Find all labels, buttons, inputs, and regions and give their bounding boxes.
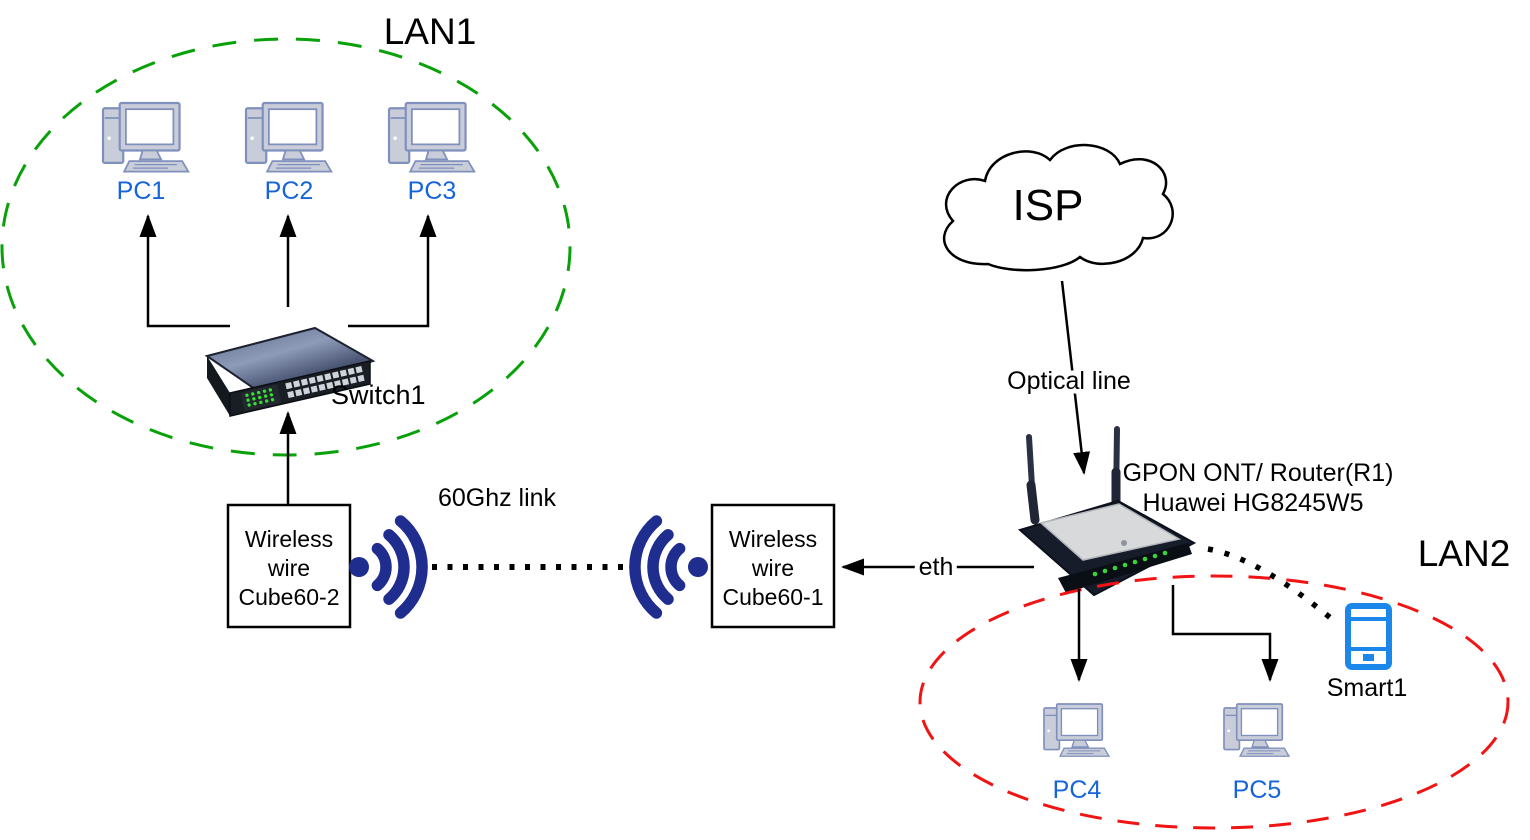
sixty-ghz-link-label: 60Ghz link (438, 484, 557, 512)
cube60-2-line3: Cube60-2 (238, 584, 339, 610)
smartphone-icon (1345, 603, 1392, 670)
arrow-switch-to-pc1 (139, 214, 230, 328)
switch-top (204, 326, 376, 398)
router-icon (1017, 426, 1197, 597)
switch-icon (204, 326, 376, 417)
wifi-dot (688, 557, 708, 577)
lan2-label: LAN2 (1418, 533, 1511, 574)
pc3-icon (387, 101, 476, 173)
wifi-arc-1 (371, 542, 392, 592)
smartphone-home-button (1363, 654, 1374, 661)
cube60-2-box (226, 503, 352, 629)
router-title-line2: Huawei HG8245W5 (1143, 489, 1364, 517)
cube60-1-line1: Wireless (729, 526, 817, 552)
isp-label: ISP (1013, 181, 1084, 230)
router-to-smartphone-dotted-link (1207, 546, 1335, 623)
cube60-1-line2: wire (751, 555, 794, 581)
wifi-icon-left (349, 515, 428, 619)
wifi-arc-1 (665, 542, 686, 592)
router-front-band (1058, 543, 1192, 593)
wifi-icon-right (629, 515, 708, 619)
pc4-icon (1043, 703, 1110, 758)
lan1-boundary (0, 37, 572, 457)
switch-leds (245, 388, 275, 407)
cube60-2-line1: Wireless (245, 526, 333, 552)
arrow-switch-to-pc3 (348, 214, 437, 328)
switch-label: Switch1 (331, 380, 426, 410)
isp-cloud (942, 143, 1174, 272)
smart1-label: Smart1 (1327, 674, 1408, 702)
optical-line-label: Optical line (1007, 367, 1131, 395)
wifi-arc-3 (394, 515, 428, 619)
switch-front-detail (240, 366, 365, 411)
pc2-icon (244, 101, 333, 173)
pc1-label: PC1 (117, 177, 166, 205)
router-top-button (1121, 540, 1127, 546)
wifi-arc-2 (647, 529, 674, 605)
pc5-icon (1223, 703, 1290, 758)
lan1-label: LAN1 (384, 11, 477, 52)
pc2-label: PC2 (265, 177, 314, 205)
router-top-panel (1039, 503, 1182, 561)
eth-label: eth (919, 553, 954, 581)
pc1-icon (101, 101, 190, 173)
pc5-label: PC5 (1233, 776, 1282, 804)
router-antenna-left-base (1026, 480, 1040, 525)
switch-ports (285, 366, 365, 399)
pc4-label: PC4 (1053, 776, 1102, 804)
router-title-line1: GPON ONT/ Router(R1) (1123, 459, 1394, 487)
cube60-2-line2: wire (267, 555, 310, 581)
lan2-boundary (918, 574, 1510, 830)
optical-line-arrow (1060, 280, 1091, 475)
wifi-arc-2 (383, 529, 410, 605)
cube60-1-box (710, 503, 836, 629)
arrow-router-to-pc5 (1171, 585, 1279, 682)
wifi-arc-3 (629, 515, 663, 619)
pc3-label: PC3 (408, 177, 457, 205)
smartphone-body (1345, 603, 1392, 670)
cube60-1-line3: Cube60-1 (722, 584, 823, 610)
switch-left-side (207, 356, 230, 416)
wifi-dot (349, 557, 369, 577)
router-leds (1092, 550, 1168, 577)
